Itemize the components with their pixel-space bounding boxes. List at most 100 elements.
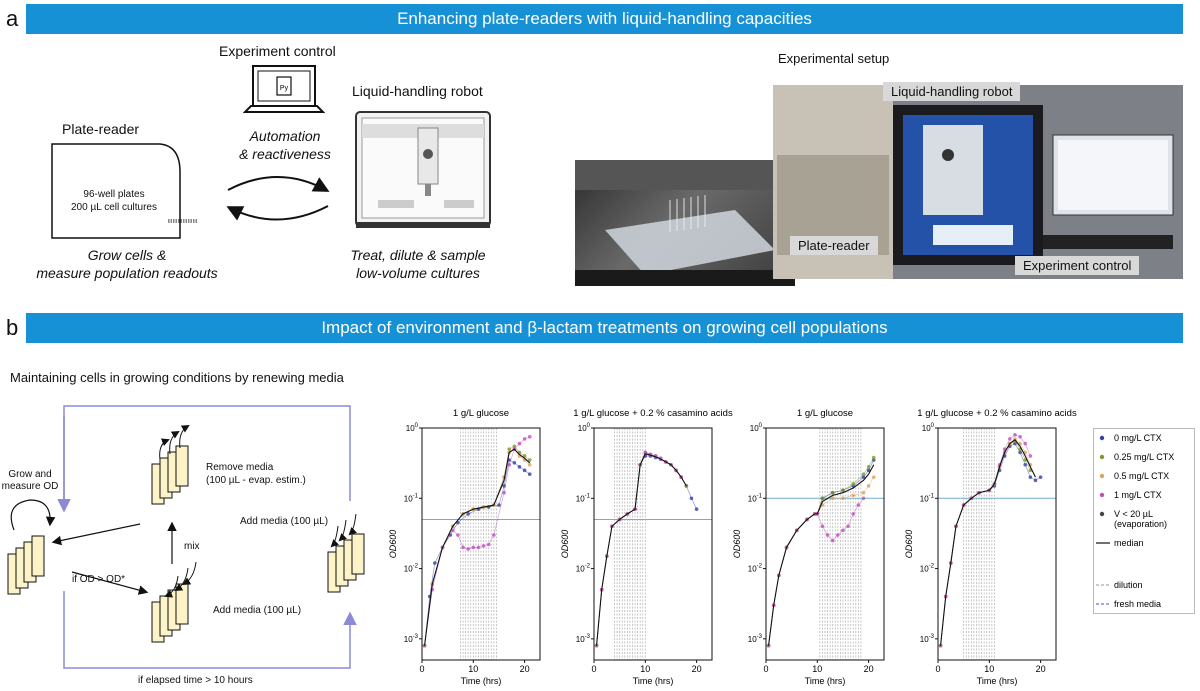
plate-reader-drawing xyxy=(51,143,198,239)
chart-frame xyxy=(421,427,541,661)
y-tick-label: 100 xyxy=(406,423,419,433)
series-line xyxy=(424,459,530,646)
y-tick-label: 10-3 xyxy=(748,634,763,644)
tubes-add-right xyxy=(327,533,365,593)
x-tick-label: 10 xyxy=(984,664,994,674)
median-line xyxy=(424,448,531,646)
y-tick-label: 100 xyxy=(922,423,935,433)
y-tick-label: 10-3 xyxy=(576,634,591,644)
legend-marker xyxy=(1099,435,1105,441)
x-tick-label: 20 xyxy=(1036,664,1046,674)
y-tick-label: 100 xyxy=(750,423,763,433)
plates-label: 96-well plates 200 µL cell cultures xyxy=(60,188,168,214)
banner-panel-b: Impact of environment and β-lactam treat… xyxy=(26,313,1183,343)
legend-label: fresh media xyxy=(1114,599,1161,609)
y-tick-label: 10-2 xyxy=(748,564,763,574)
legend-label: 0.5 mg/L CTX xyxy=(1114,471,1169,481)
x-tick-label: 10 xyxy=(812,664,822,674)
chart-frame xyxy=(937,427,1057,661)
flow-add-bottom-label: Add media (100 µL) xyxy=(213,605,302,616)
chart-title: 1 g/L glucose + 0.2 % casamino acids xyxy=(917,408,1077,419)
legend-label: 1 mg/L CTX xyxy=(1114,490,1162,500)
y-axis-label: OD600 xyxy=(732,530,742,559)
legend-label: dilution xyxy=(1114,580,1143,590)
series-line xyxy=(596,451,687,646)
median-line xyxy=(768,464,875,646)
x-tick-label: 20 xyxy=(864,664,874,674)
legend-label: 0 mg/L CTX xyxy=(1114,433,1162,443)
laptop-icon: Py xyxy=(243,65,325,113)
data-point xyxy=(694,507,699,511)
arrow-remove-to-measure xyxy=(51,523,141,546)
banner-panel-a: Enhancing plate-readers with liquid-hand… xyxy=(26,4,1183,34)
photo-tag-plate-reader: Plate-reader xyxy=(790,236,878,255)
treat-line1: Treat, dilute & sample xyxy=(350,247,486,263)
plates-line1: 96-well plates xyxy=(83,189,145,200)
y-tick-label: 10-1 xyxy=(576,493,591,503)
grow-line1: Grow cells & xyxy=(87,247,167,263)
automation-line1: Automation xyxy=(249,128,321,144)
loop-top-line xyxy=(63,405,351,506)
chart-4: 1 g/L glucose + 0.2 % casamino acids 0 10 2… xyxy=(904,408,1077,686)
y-tick-label: 10-3 xyxy=(404,634,419,644)
flow-if-od-label: if OD > OD* xyxy=(72,574,126,585)
series-line xyxy=(424,436,530,646)
measure-loop-arrow xyxy=(10,499,56,531)
flow-grow-line1: Grow and xyxy=(8,469,52,480)
chart-frame xyxy=(593,427,713,661)
series-line xyxy=(596,455,697,646)
flow-remove-label: Remove media (100 µL - evap. estim.) xyxy=(206,461,306,487)
legend-marker xyxy=(1099,511,1105,517)
y-tick-label: 10-1 xyxy=(920,493,935,503)
data-point xyxy=(766,643,771,648)
data-point xyxy=(422,643,427,648)
panel-letter-a: a xyxy=(6,6,19,31)
panel-b-subtitle: Maintaining cells in growing conditions … xyxy=(10,370,344,385)
svg-text:Py: Py xyxy=(280,85,289,92)
y-tick-label: 10-2 xyxy=(920,564,935,574)
series-line xyxy=(940,443,1041,646)
robot-setup-photo xyxy=(773,85,1183,279)
robot-drawing xyxy=(355,111,491,228)
treat-dilute-label: Treat, dilute & sample low-volume cultur… xyxy=(330,246,506,282)
chart-title: 1 g/L glucose xyxy=(453,408,509,419)
series-line xyxy=(424,445,530,646)
legend-label: V < 20 µL xyxy=(1114,509,1153,519)
legend-label: median xyxy=(1114,538,1144,548)
data-point xyxy=(594,643,599,648)
flow-mix-label: mix xyxy=(184,541,200,552)
series-line xyxy=(768,498,864,646)
x-axis-label: Time (hrs) xyxy=(805,676,846,686)
plates-line2: 200 µL cell cultures xyxy=(71,202,157,213)
automation-label: Automation & reactiveness xyxy=(233,127,337,163)
chart-title: 1 g/L glucose + 0.2 % casamino acids xyxy=(573,408,733,419)
series-line xyxy=(596,451,682,646)
x-tick-label: 0 xyxy=(591,664,596,674)
tubes-remove xyxy=(151,445,189,505)
x-tick-label: 0 xyxy=(763,664,768,674)
legend-label: (evaporation) xyxy=(1114,519,1167,529)
y-tick-label: 10-1 xyxy=(404,493,419,503)
loop-bottom-line xyxy=(63,591,357,669)
chart-title: 1 g/L glucose xyxy=(797,408,853,419)
legend-marker xyxy=(1099,454,1105,460)
x-tick-label: 10 xyxy=(640,664,650,674)
plate-reader-label: Plate-reader xyxy=(62,121,140,137)
x-axis-label: Time (hrs) xyxy=(633,676,674,686)
data-point xyxy=(1028,454,1033,458)
automation-line2: & reactiveness xyxy=(239,146,331,162)
median-line xyxy=(596,453,687,646)
panel-letter-b: b xyxy=(6,315,19,340)
plate-closeup-photo xyxy=(575,160,795,286)
arrow-to-robot xyxy=(227,176,330,192)
flow-grow-line2: measure OD xyxy=(1,481,59,492)
x-tick-label: 0 xyxy=(935,664,940,674)
flow-grow-label: Grow and measure OD xyxy=(0,469,60,493)
arrow-to-reader xyxy=(226,205,329,221)
tubes-measure xyxy=(7,535,45,595)
x-tick-label: 0 xyxy=(419,664,424,674)
treat-line2: low-volume cultures xyxy=(356,265,480,281)
